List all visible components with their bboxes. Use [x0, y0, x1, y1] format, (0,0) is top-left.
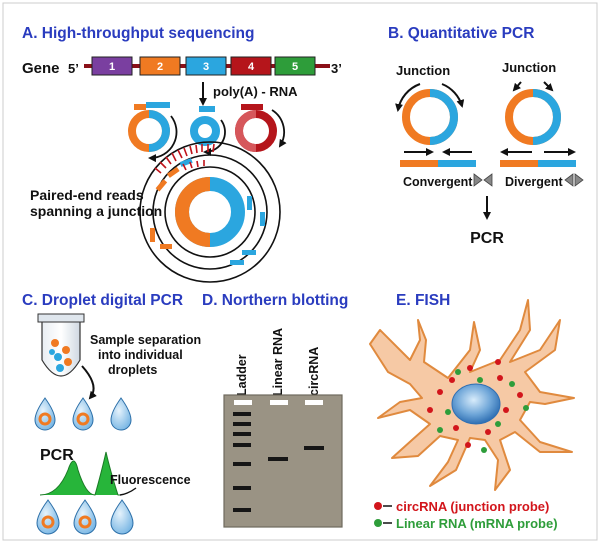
- junction-label-left: Junction: [396, 63, 450, 78]
- exon-1-label: 1: [109, 61, 115, 73]
- ddpcr-pcr-label: PCR: [40, 447, 74, 464]
- panel-e: E. FISH circRNA (j: [369, 292, 575, 531]
- exon-4: [230, 56, 272, 76]
- panel-e-title: E. FISH: [396, 292, 450, 309]
- exon-3: [185, 56, 227, 76]
- circrna-exon4-5: [235, 104, 287, 152]
- exon-1: [91, 56, 133, 76]
- junction-arrow-right-2: [543, 81, 554, 92]
- convergent-bar-blue: [438, 160, 476, 167]
- panel-c: C. Droplet digital PCR Sample separation…: [22, 292, 201, 535]
- legend-linear-text: Linear RNA (mRNA probe): [396, 516, 558, 531]
- exon-5: [274, 56, 316, 76]
- convergent-bar-orange: [400, 160, 438, 167]
- exon-2-label: 2: [157, 61, 163, 73]
- junction-arrow-left-1: [395, 83, 421, 112]
- paired-end-reads-diagram: [139, 141, 281, 283]
- panel-a: A. High-throughput sequencing Gene 5’ 1 …: [22, 25, 342, 283]
- divergent-primer-icon: [564, 173, 574, 187]
- reads-label-line1: Paired-end reads: [30, 187, 144, 203]
- exon-2: [139, 56, 181, 76]
- sample-text-2: into individual: [98, 348, 183, 362]
- exon-5-label: 5: [292, 61, 298, 73]
- droplets-before: [34, 397, 132, 431]
- lane-label-ladder: Ladder: [235, 354, 249, 396]
- junction-arrow-right-1: [512, 81, 522, 92]
- fish-cell: [369, 299, 575, 491]
- legend-linear-dot: [374, 519, 382, 527]
- sample-tube: [37, 313, 85, 377]
- divergent-bar-orange: [500, 160, 538, 167]
- panel-b-title: B. Quantitative PCR: [388, 25, 534, 42]
- fluorescence-peaks: [39, 451, 120, 496]
- divergent-label: Divergent: [505, 175, 563, 189]
- panel-a-title: A. High-throughput sequencing: [22, 25, 254, 42]
- panel-d-title: D. Northern blotting: [202, 292, 348, 309]
- sample-text-3: droplets: [108, 363, 157, 377]
- five-prime-label: 5’: [68, 61, 79, 76]
- circrna-exon3: [190, 106, 226, 156]
- sample-text-1: Sample separation: [90, 333, 201, 347]
- lane-label-linear: Linear RNA: [271, 328, 285, 396]
- gene-label: Gene: [22, 60, 60, 77]
- well-circ: [305, 400, 323, 405]
- convergent-primer-icon: [473, 173, 483, 187]
- lane-label-circ: circRNA: [307, 347, 321, 396]
- circrna-exon2-3: [128, 102, 178, 163]
- legend-circ-text: circRNA (junction probe): [396, 499, 549, 514]
- legend-circ-dot: [374, 502, 382, 510]
- qpcr-pcr-label: PCR: [470, 230, 504, 247]
- exon-4-label: 4: [248, 61, 255, 73]
- linear-rna-band: [268, 457, 288, 461]
- exon-3-label: 3: [203, 61, 209, 73]
- separation-arrow: [81, 365, 97, 400]
- well-linear: [270, 400, 288, 405]
- junction-arrow-left-2: [441, 83, 465, 108]
- fluorescence-label: Fluorescence: [110, 473, 191, 487]
- circrna-band: [304, 446, 324, 450]
- reads-label-line2: spanning a junction: [30, 203, 162, 219]
- droplets-after: [36, 499, 134, 535]
- ladder-bands: [233, 412, 251, 512]
- well-ladder: [234, 400, 252, 405]
- polyA-label: poly(A) - RNA: [213, 84, 298, 99]
- panel-d: D. Northern blotting Ladder Linear RNA c…: [202, 292, 348, 528]
- three-prime-label: 3’: [331, 61, 342, 76]
- panel-c-title: C. Droplet digital PCR: [22, 292, 183, 309]
- convergent-label: Convergent: [403, 175, 473, 189]
- panel-b: B. Quantitative PCR Junction Junction Co…: [388, 25, 584, 247]
- junction-label-right: Junction: [502, 60, 556, 75]
- divergent-bar-blue: [538, 160, 576, 167]
